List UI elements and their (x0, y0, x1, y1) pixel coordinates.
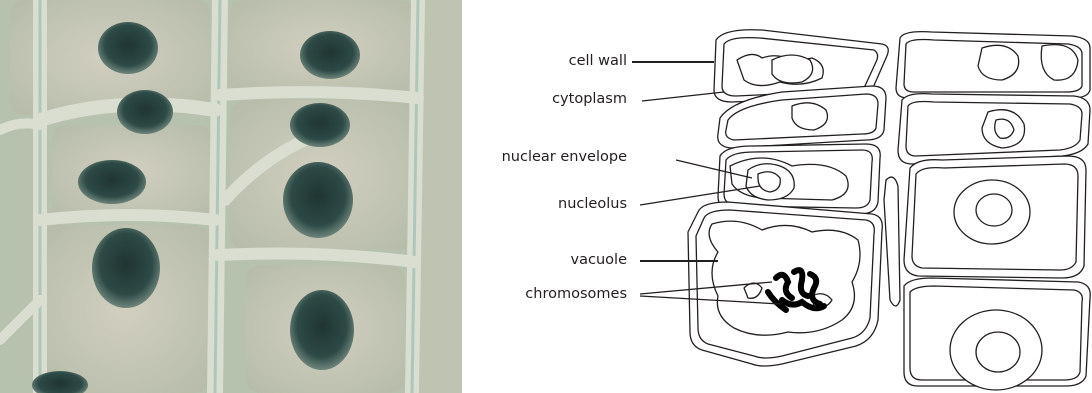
label-vacuole: vacuole (457, 251, 627, 269)
micrograph-photo (0, 0, 462, 393)
cell-diagram: cell wall cytoplasm nuclear envelope nuc… (462, 0, 1092, 393)
diagram-cell-right-bottom (904, 278, 1090, 390)
diagram-cell-mid-right (898, 94, 1090, 164)
label-cell-wall: cell wall (457, 52, 627, 70)
diagram-cell-sliver (884, 177, 900, 306)
label-nuclear-envelope: nuclear envelope (457, 148, 627, 166)
label-nucleolus: nucleolus (457, 195, 627, 213)
diagram-cell-top-right (896, 32, 1090, 98)
diagram-cell-right-middle (904, 156, 1086, 278)
label-cytoplasm: cytoplasm (457, 90, 627, 108)
label-chromosomes: chromosomes (457, 285, 627, 303)
leader-cytoplasm (642, 92, 724, 101)
